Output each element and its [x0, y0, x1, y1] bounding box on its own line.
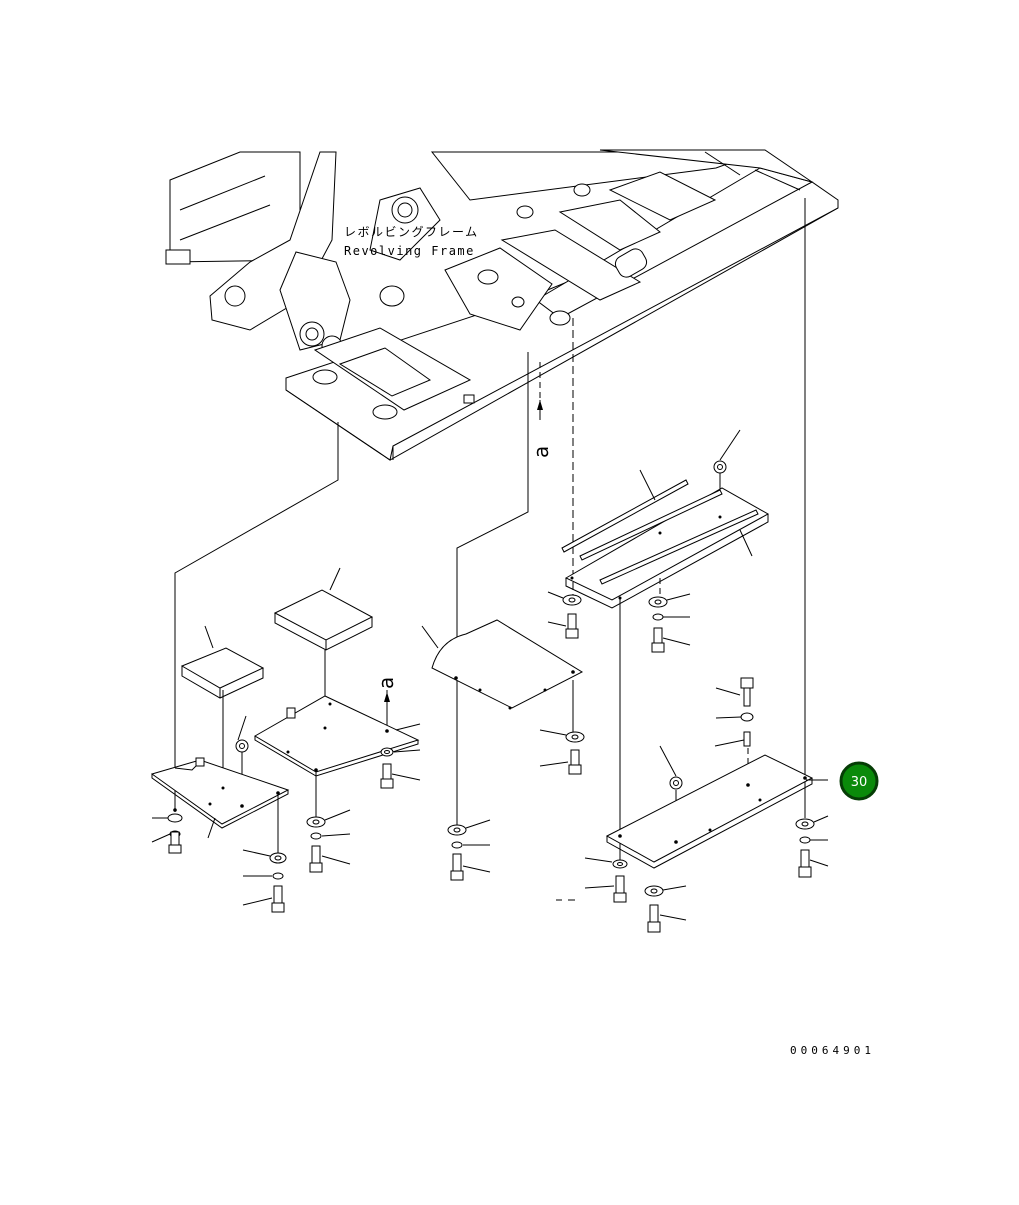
fastener-stack-b — [242, 849, 287, 913]
frame-label-english: Revolving Frame — [344, 244, 475, 258]
view-marker-lower: a — [374, 677, 398, 689]
fastener-stack-e — [447, 819, 491, 881]
fastener-stack-i — [556, 857, 628, 903]
callout-badge: 30 — [839, 761, 879, 801]
frame-label-japanese: レボルビングフレーム — [344, 225, 479, 239]
fastener-stack-left — [151, 813, 183, 854]
fastener-stack-h — [648, 593, 691, 653]
fastener-stack-k — [795, 779, 829, 878]
fastener-stack-c — [306, 809, 351, 873]
view-arrow-a-lower: a — [374, 677, 398, 730]
right-cover-assembly — [561, 429, 770, 609]
view-arrow-a-upper: a — [529, 362, 553, 458]
fastener-stack-d — [380, 747, 421, 789]
fasteners — [151, 591, 829, 933]
revolving-frame: レボルビングフレーム Revolving Frame — [165, 149, 839, 461]
bottom-right-cover — [605, 677, 814, 869]
middle-cover — [421, 619, 584, 710]
left-plates — [150, 567, 421, 839]
view-marker-upper: a — [529, 446, 553, 458]
fastener-stack-j — [644, 885, 687, 933]
drawing-code: 00064901 — [790, 1044, 875, 1057]
fastener-stack-g — [547, 591, 582, 639]
fastener-stack-f — [539, 729, 585, 775]
callout-badge-number: 30 — [851, 775, 868, 790]
